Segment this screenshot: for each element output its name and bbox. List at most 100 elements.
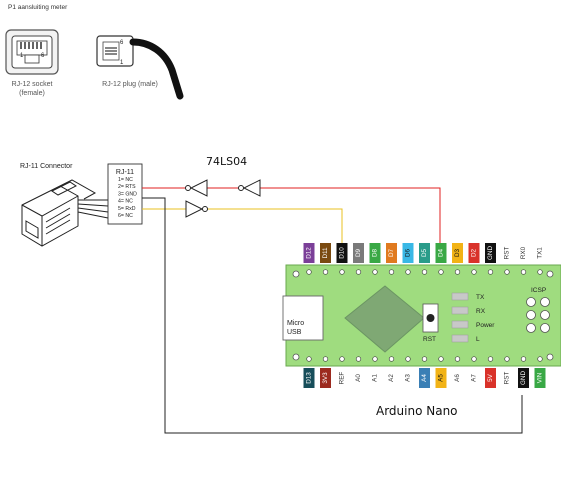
pin-label-a3: A3 xyxy=(405,374,412,382)
header-pin-dot xyxy=(372,269,378,275)
pin-tab xyxy=(419,368,430,388)
pin-tab xyxy=(518,368,529,388)
rj12-socket-picture xyxy=(5,29,59,75)
icsp-header xyxy=(526,297,550,333)
pin-label-rx0: RX0 xyxy=(520,246,527,259)
pin-label-vin: VIN xyxy=(537,372,544,383)
pin-label-a6: A6 xyxy=(454,374,461,382)
header-pin-dot xyxy=(339,269,345,275)
pin-label-a4: A4 xyxy=(421,374,428,382)
rj12-plug-picture xyxy=(96,35,184,100)
header-pin-dot xyxy=(438,356,444,362)
header-pin-dot xyxy=(471,269,477,275)
pin-label-ref: REF xyxy=(339,372,346,385)
rj11-pin-label: 4= NC xyxy=(118,199,133,205)
socket-label-line2: (female) xyxy=(19,90,45,97)
inverter-1 xyxy=(238,179,261,197)
led-label: TX xyxy=(476,294,485,301)
pin-label-rst: RST xyxy=(504,372,511,385)
led-tx xyxy=(451,292,469,301)
header-pin-dot xyxy=(504,269,510,275)
pin-label-a2: A2 xyxy=(388,374,395,382)
rj11-connector-label: RJ-11 Connector xyxy=(20,163,73,170)
header-pin-dot xyxy=(306,356,312,362)
rj11-pin-label: 3= GND xyxy=(118,191,137,197)
plug-pin-top: 6 xyxy=(120,40,124,46)
pin-tab xyxy=(402,243,414,263)
inverter-2 xyxy=(185,179,208,197)
pin-label-d8: D8 xyxy=(372,248,379,257)
socket-pin-left: 1 xyxy=(20,53,24,59)
header-pin-dot xyxy=(421,356,428,362)
header-pin-dot xyxy=(306,269,312,275)
pin-label-gnd: GND xyxy=(520,371,527,385)
header-pin-dot xyxy=(537,269,543,275)
pin-tab xyxy=(303,368,315,388)
led-power xyxy=(451,320,469,329)
pin-tab xyxy=(419,243,430,263)
pin-label-rst: RST xyxy=(504,247,511,260)
pin-label-a0: A0 xyxy=(355,374,362,382)
arduino-label: Arduino Nano xyxy=(376,404,458,418)
header-pin-dot xyxy=(405,356,411,362)
pin-label-d9: D9 xyxy=(355,248,362,257)
header-pin-dot xyxy=(405,269,411,275)
plug-pin-bottom: 1 xyxy=(120,60,124,66)
rj11-box-title: RJ-11 xyxy=(116,169,134,176)
pin-label-d5: D5 xyxy=(421,248,428,257)
rj11-pin-label: 2= RTS xyxy=(118,184,136,190)
header-pin-dot xyxy=(504,356,510,362)
pin-label-a1: A1 xyxy=(372,374,379,382)
pin-tab xyxy=(485,243,496,263)
header-pin-dot xyxy=(388,269,395,275)
pin-tab xyxy=(369,243,381,263)
pin-label-d3: D3 xyxy=(454,248,461,257)
usb-label-line2: USB xyxy=(287,329,302,336)
pin-label-d12: D12 xyxy=(306,247,313,259)
header-pin-dot xyxy=(520,356,527,362)
pin-label-d11: D11 xyxy=(322,247,329,259)
inverter-3 xyxy=(185,200,208,218)
pin-label-d2: D2 xyxy=(471,248,478,257)
wire-rxd-yellow xyxy=(142,208,343,246)
header-pin-dot xyxy=(355,356,362,362)
usb-label-line1: Micro xyxy=(287,320,304,327)
header-pin-dot xyxy=(471,356,477,362)
pin-tab xyxy=(435,243,447,263)
rj11-pin-label: 5= RxD xyxy=(118,206,136,212)
pin-label-d7: D7 xyxy=(388,248,395,257)
led-label: RX xyxy=(476,308,486,315)
header-pin-dot xyxy=(520,269,527,275)
pin-label-a7: A7 xyxy=(471,374,478,382)
header-pin-dot xyxy=(487,269,494,275)
header-pin-dot xyxy=(537,356,543,362)
header-title: P1 aansluiting meter xyxy=(8,4,68,11)
header-pin-dot xyxy=(372,356,378,362)
pin-tab xyxy=(320,243,331,263)
ic-label: 74LS04 xyxy=(206,155,247,168)
pin-tab xyxy=(435,368,447,388)
header-pin-dot xyxy=(339,356,345,362)
led-rx xyxy=(451,306,469,315)
pin-tab xyxy=(485,368,496,388)
socket-pin-right: 6 xyxy=(41,53,45,59)
socket-label-line1: RJ-12 socket xyxy=(12,81,53,88)
micro-usb-port xyxy=(282,295,324,341)
header-pin-dot xyxy=(438,269,444,275)
pin-label-d13: D13 xyxy=(306,372,313,384)
plug-label: RJ-12 plug (male) xyxy=(102,81,158,88)
pin-label-d6: D6 xyxy=(405,248,412,257)
rj11-connector-picture xyxy=(21,179,109,247)
rj11-pin-label: 1= NC xyxy=(118,177,133,183)
pin-tab xyxy=(452,243,463,263)
pin-tab xyxy=(353,243,364,263)
pin-tab xyxy=(336,243,348,263)
header-pin-dot xyxy=(322,356,329,362)
header-pin-dot xyxy=(388,356,395,362)
pin-tab xyxy=(468,243,480,263)
header-pin-dot xyxy=(487,356,494,362)
